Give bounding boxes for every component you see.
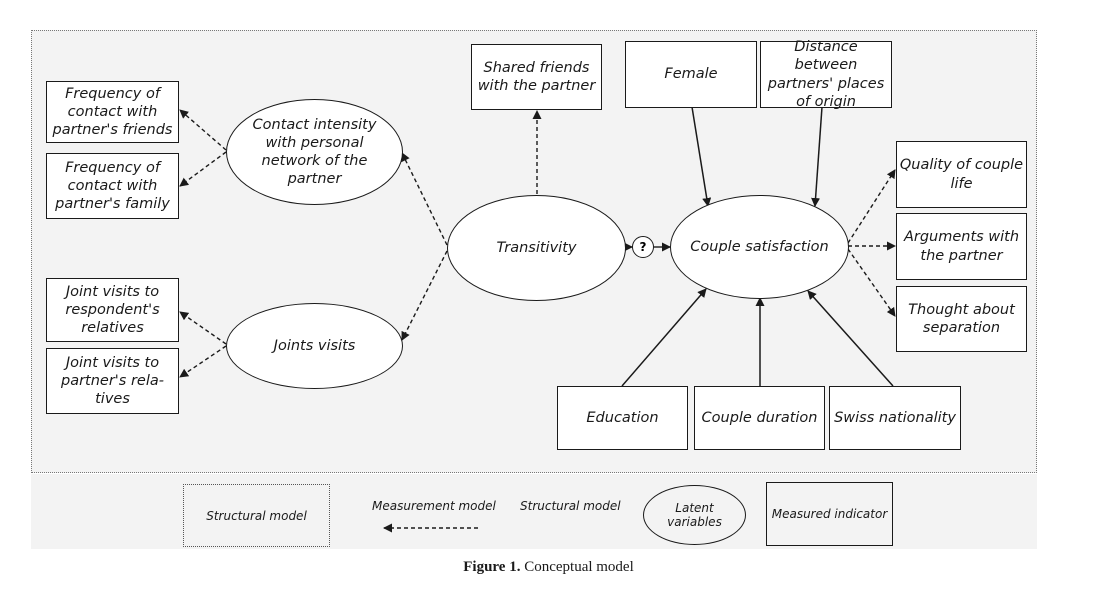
box-joint-partner: Joint visits to partner's rela- tives: [46, 348, 179, 414]
box-female: Female: [625, 41, 757, 108]
arrow-sat-to-separation: [847, 248, 896, 317]
arrow-sat-to-quality: [847, 169, 896, 244]
arrow-swiss-to-sat: [807, 290, 894, 387]
ellipse-contact-intensity: Contact intensity with personal network …: [226, 99, 403, 205]
ellipse-couple-satisfaction: Couple satisfaction: [670, 195, 849, 299]
ellipse-joint-visits: Joints visits: [226, 303, 403, 389]
legend-structural-arrow-label: Structural model: [520, 499, 621, 513]
box-joint-resp: Joint visits to respondent's relatives: [46, 278, 179, 342]
caption-label: Figure 1.: [463, 559, 521, 575]
arrow-female-to-sat: [691, 106, 712, 207]
box-freq-friends: Frequency of contact with partner's frie…: [46, 81, 179, 143]
box-duration: Couple duration: [694, 386, 825, 450]
legend-measured-box: Measured indicator: [766, 482, 893, 546]
box-swiss: Swiss nationality: [829, 386, 961, 450]
box-distance: Distance between partners' places of ori…: [760, 39, 892, 110]
box-quality: Quality of couple life: [896, 141, 1027, 208]
box-education: Education: [557, 386, 688, 450]
legend-area: [31, 474, 1037, 549]
question-mark-node: ?: [632, 236, 654, 258]
legend-latent-ellipse: Latent variables: [643, 485, 746, 545]
arrow-trans-to-contact: [401, 152, 448, 246]
box-arguments: Arguments with the partner: [896, 213, 1027, 280]
box-shared-friends: Shared friends with the partner: [471, 44, 602, 110]
arrow-distance-to-sat: [811, 106, 823, 207]
legend-structural-box: Structural model: [183, 484, 330, 547]
figure-caption: Figure 1. Conceptual model: [0, 559, 1097, 576]
arrow-contact-to-freq-family: [179, 151, 227, 187]
box-freq-family: Frequency of contact with partner's fami…: [46, 153, 179, 219]
arrow-joint-to-partner: [179, 345, 227, 378]
arrow-trans-to-joint: [401, 250, 448, 341]
caption-text: Conceptual model: [524, 559, 634, 575]
arrow-education-to-sat: [621, 288, 707, 387]
box-separation: Thought about separation: [896, 286, 1027, 352]
legend-measurement-label: Measurement model: [372, 499, 496, 513]
arrow-joint-to-resp: [179, 311, 227, 345]
ellipse-transitivity: Transitivity: [447, 195, 626, 301]
arrow-contact-to-freq-friends: [179, 109, 227, 151]
